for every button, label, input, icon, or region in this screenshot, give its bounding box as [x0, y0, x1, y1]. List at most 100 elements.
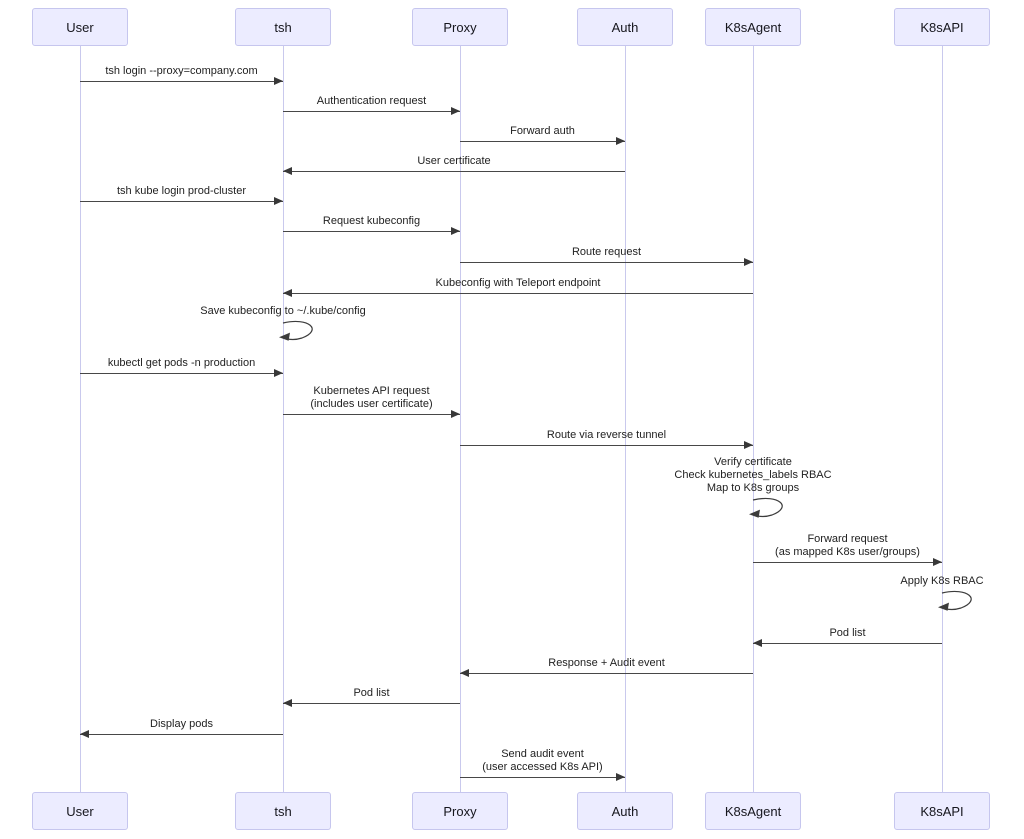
arrowhead-icon	[744, 441, 753, 449]
message-label-line: Authentication request	[316, 95, 427, 107]
message-label-line: Display pods	[150, 718, 213, 730]
message-label-line: Request kubeconfig	[322, 215, 421, 227]
participant-label: K8sAgent	[724, 803, 782, 819]
message-label-line: User certificate	[417, 155, 491, 167]
participant-label: Auth	[611, 803, 639, 819]
message-label: Pod list	[829, 627, 865, 640]
message-line	[283, 231, 460, 232]
message-label: Apply K8s RBAC	[900, 575, 983, 588]
message-line	[753, 643, 942, 644]
message-line	[283, 293, 753, 294]
message-label-line: Check kubernetes_labels RBAC	[674, 469, 832, 481]
lifeline-proxy	[460, 46, 461, 792]
participant-label: User	[66, 803, 94, 819]
message-label: kubectl get pods -n production	[108, 357, 255, 370]
participant-box-k8sapi-bottom: K8sAPI	[894, 792, 990, 830]
arrowhead-icon	[274, 197, 283, 205]
message-line	[80, 734, 283, 735]
message-line	[460, 673, 753, 674]
participant-box-k8sapi-top: K8sAPI	[894, 8, 990, 46]
participant-box-tsh-top: tsh	[235, 8, 331, 46]
participant-label: Auth	[611, 19, 639, 35]
message-label: tsh login --proxy=company.com	[105, 65, 257, 78]
participant-label: K8sAPI	[920, 803, 964, 819]
message-label: Kubernetes API request(includes user cer…	[310, 385, 432, 411]
participant-label: K8sAgent	[724, 19, 782, 35]
arrowhead-icon	[460, 669, 469, 677]
message-label: Save kubeconfig to ~/.kube/config	[200, 305, 365, 318]
message-label: Route via reverse tunnel	[547, 429, 666, 442]
arrowhead-icon	[753, 639, 762, 647]
participant-box-auth-bottom: Auth	[577, 792, 673, 830]
arrowhead-icon	[451, 107, 460, 115]
message-line	[80, 81, 283, 82]
participant-label: Proxy	[443, 803, 477, 819]
message-label: Forward auth	[510, 125, 575, 138]
lifeline-user	[80, 46, 81, 792]
message-line	[80, 201, 283, 202]
lifeline-k8sagent	[753, 46, 754, 792]
message-label-line: tsh login --proxy=company.com	[105, 65, 258, 77]
message-line	[460, 262, 753, 263]
self-loop-icon	[275, 320, 327, 351]
arrowhead-icon	[283, 167, 292, 175]
message-label-line: (user accessed K8s API)	[482, 761, 603, 773]
participant-box-tsh-bottom: tsh	[235, 792, 331, 830]
message-label: Forward request(as mapped K8s user/group…	[775, 533, 920, 559]
message-label: User certificate	[417, 155, 490, 168]
participant-label: tsh	[274, 19, 292, 35]
message-label: Display pods	[150, 718, 213, 731]
message-label-line: tsh kube login prod-cluster	[116, 185, 247, 197]
message-label-line: Map to K8s groups	[706, 482, 800, 494]
message-label: tsh kube login prod-cluster	[117, 185, 246, 198]
participant-box-k8sagent-top: K8sAgent	[705, 8, 801, 46]
message-line	[283, 171, 625, 172]
message-label-line: Verify certificate	[714, 456, 792, 468]
lifeline-auth	[625, 46, 626, 792]
self-loop-icon	[745, 497, 797, 528]
lifeline-tsh	[283, 46, 284, 792]
arrowhead-icon	[744, 258, 753, 266]
arrowhead-icon	[451, 410, 460, 418]
participant-box-auth-top: Auth	[577, 8, 673, 46]
participant-label: tsh	[274, 803, 292, 819]
arrowhead-icon	[616, 773, 625, 781]
participant-box-user-top: User	[32, 8, 128, 46]
message-label: Send audit event(user accessed K8s API)	[482, 748, 602, 774]
message-label-line: Send audit event	[501, 748, 584, 760]
arrowhead-icon	[283, 289, 292, 297]
message-label-line: (includes user certificate)	[310, 398, 433, 410]
message-label: Request kubeconfig	[323, 215, 420, 228]
message-label-line: Kubernetes API request	[313, 385, 430, 397]
arrowhead-icon	[933, 558, 942, 566]
participant-box-proxy-top: Proxy	[412, 8, 508, 46]
message-label-line: Response + Audit event	[548, 657, 665, 669]
arrowhead-icon	[451, 227, 460, 235]
message-label-line: Save kubeconfig to ~/.kube/config	[200, 305, 366, 317]
self-loop-icon	[934, 590, 986, 621]
message-label-line: Kubeconfig with Teleport endpoint	[435, 277, 601, 289]
message-line	[283, 703, 460, 704]
participant-label: Proxy	[443, 19, 477, 35]
message-line	[283, 414, 460, 415]
message-label: Route request	[572, 246, 641, 259]
message-label-line: Pod list	[829, 627, 866, 639]
message-label: Pod list	[353, 687, 389, 700]
message-label: Authentication request	[317, 95, 426, 108]
participant-box-user-bottom: User	[32, 792, 128, 830]
message-label-line: Forward request	[807, 533, 888, 545]
arrowhead-icon	[274, 369, 283, 377]
message-label-line: Route via reverse tunnel	[546, 429, 667, 441]
message-line	[460, 445, 753, 446]
message-line	[460, 777, 625, 778]
message-label-line: kubectl get pods -n production	[107, 357, 256, 369]
message-line	[460, 141, 625, 142]
arrowhead-icon	[80, 730, 89, 738]
arrowhead-icon	[283, 699, 292, 707]
participant-box-k8sagent-bottom: K8sAgent	[705, 792, 801, 830]
message-line	[80, 373, 283, 374]
message-label-line: Route request	[571, 246, 642, 258]
message-label-line: Pod list	[353, 687, 390, 699]
